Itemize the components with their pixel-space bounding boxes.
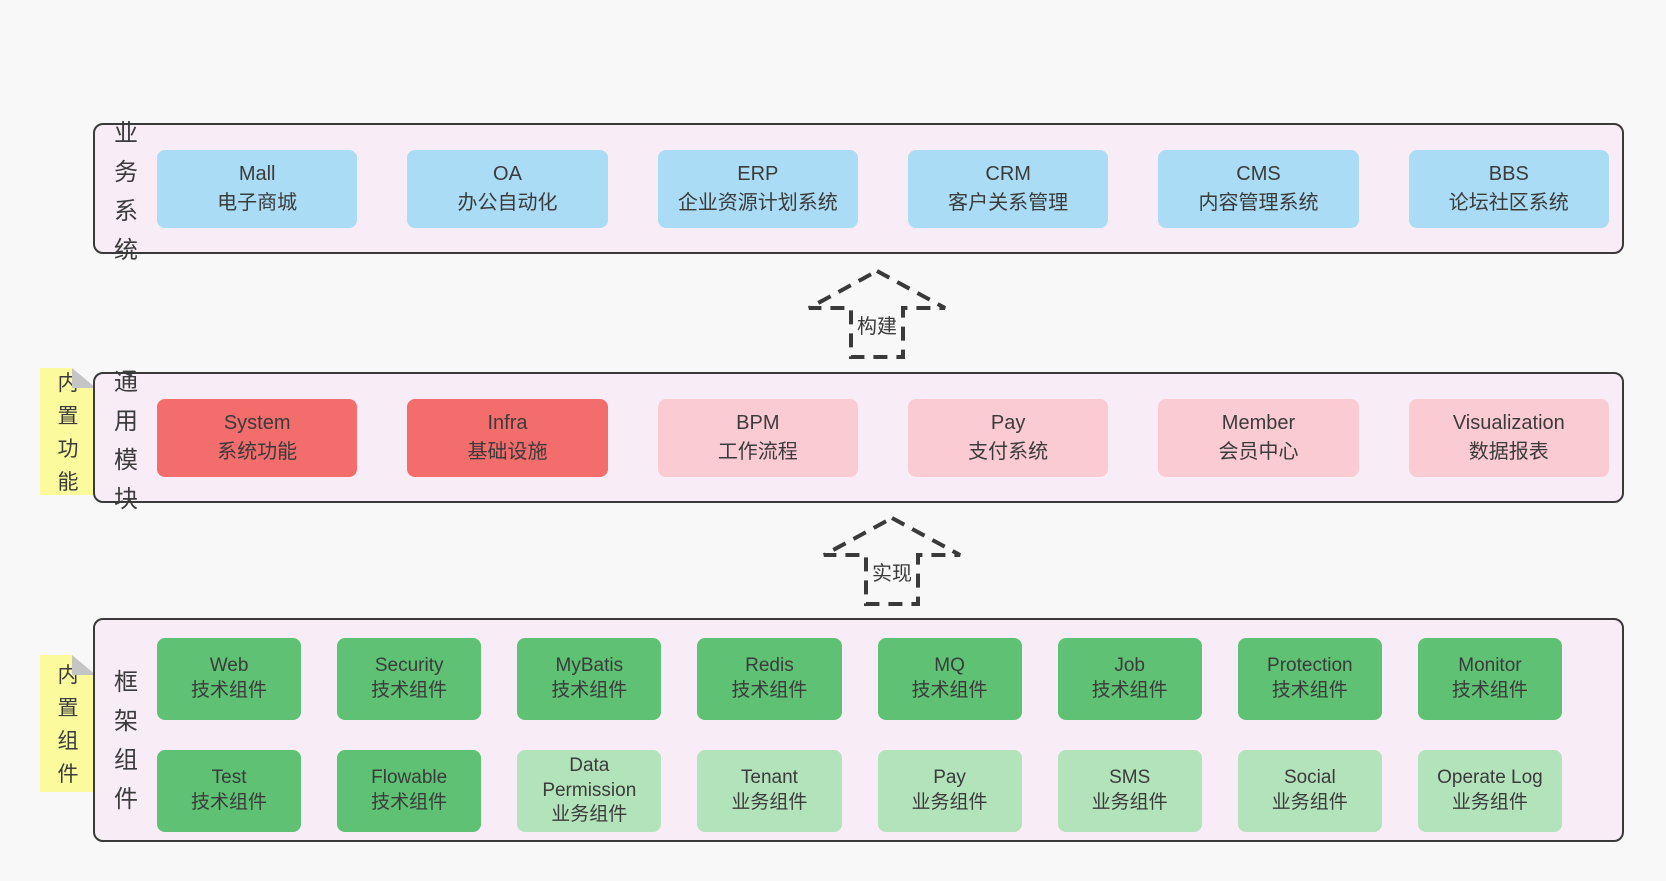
folded-corner-icon [72, 368, 96, 388]
folded-corner-icon [72, 655, 96, 675]
tab-builtin-components-label: 内置组件 [57, 664, 79, 786]
tab-builtin-features: 内置功能 [40, 368, 96, 495]
build-arrow-label: 构建 [854, 310, 900, 339]
panel-business-systems-label: 业务系统 [114, 119, 138, 264]
implement-arrow-label: 实现 [869, 557, 915, 586]
build-arrow: 构建 [806, 268, 948, 360]
up-arrow-icon [823, 515, 961, 606]
tab-builtin-components: 内置组件 [40, 655, 96, 792]
panel-common-modules-label: 通用模块 [114, 368, 138, 513]
panel-framework-components-label: 框架组件 [114, 669, 138, 813]
up-arrow-icon [808, 268, 946, 359]
implement-arrow: 实现 [821, 515, 963, 607]
